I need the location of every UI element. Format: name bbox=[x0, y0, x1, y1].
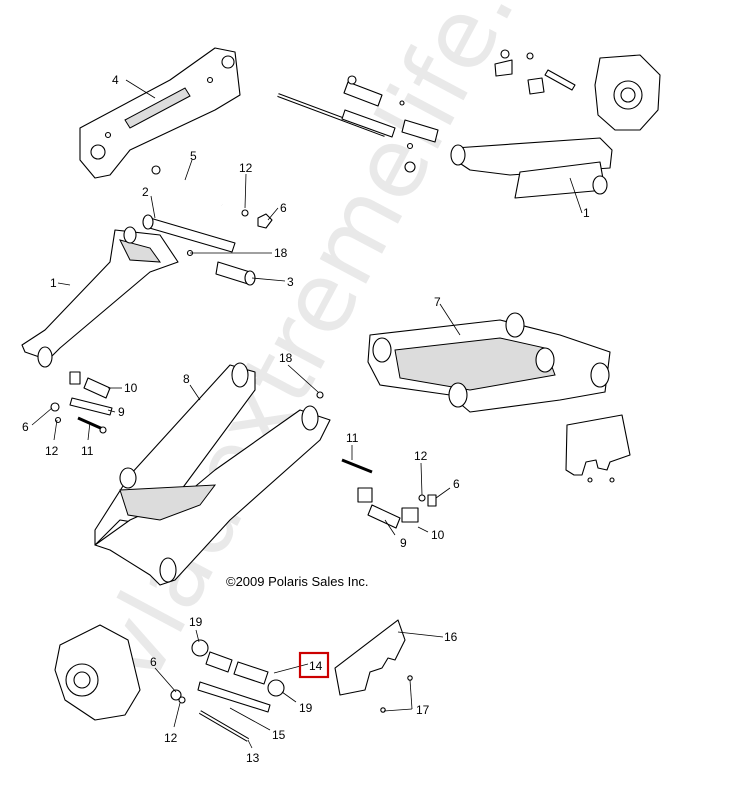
callout-10-left: 10 bbox=[124, 381, 138, 395]
washer-nut-upper bbox=[241, 209, 273, 229]
rear-frame-part bbox=[367, 312, 611, 413]
callout-19-top: 19 bbox=[189, 615, 203, 629]
callout-1-right: 1 bbox=[583, 206, 590, 220]
mount-plate-part bbox=[79, 47, 241, 179]
pivot-tube-part bbox=[142, 214, 236, 253]
guard-plate-bottom bbox=[334, 619, 413, 713]
callout-7: 7 bbox=[434, 295, 441, 309]
callout-9-right: 9 bbox=[400, 536, 407, 550]
callout-13: 13 bbox=[246, 751, 260, 765]
callout-12-bottom: 12 bbox=[164, 731, 178, 745]
callout-6-left: 6 bbox=[22, 420, 29, 434]
knuckle-part-bottom bbox=[54, 624, 141, 721]
pivot-bolt-top bbox=[277, 75, 439, 173]
knuckle-part-top bbox=[594, 54, 661, 131]
callout-11-right: 11 bbox=[346, 431, 359, 445]
callout-8: 8 bbox=[183, 372, 190, 386]
callout-12-right: 12 bbox=[414, 449, 428, 463]
long-bolt-part bbox=[151, 165, 223, 206]
callout-6-right: 6 bbox=[453, 477, 460, 491]
leader-lines bbox=[31, 79, 583, 749]
hardware-left-middle bbox=[50, 371, 113, 434]
callout-17: 17 bbox=[416, 703, 430, 717]
callout-18-mid: 18 bbox=[279, 351, 293, 365]
hardware-right-middle bbox=[316, 391, 437, 529]
hardware-top-right bbox=[494, 49, 576, 95]
callout-11-left: 11 bbox=[81, 444, 94, 458]
callout-2: 2 bbox=[142, 185, 149, 199]
callout-19-bottom: 19 bbox=[299, 701, 313, 715]
bushing-part bbox=[186, 249, 256, 286]
guard-plate-right bbox=[565, 414, 631, 483]
callout-1-left: 1 bbox=[50, 276, 57, 290]
callout-18: 18 bbox=[274, 246, 288, 260]
control-arm-left-part bbox=[21, 226, 179, 368]
callout-9-left: 9 bbox=[118, 405, 125, 419]
callout-6: 6 bbox=[280, 201, 287, 215]
callout-12: 12 bbox=[239, 161, 253, 175]
callout-5: 5 bbox=[190, 149, 197, 163]
control-arm-right-part bbox=[450, 137, 613, 199]
callout-10-right: 10 bbox=[431, 528, 445, 542]
callout-16: 16 bbox=[444, 630, 458, 644]
callout-6-bottom: 6 bbox=[150, 655, 157, 669]
swing-arm-part bbox=[94, 362, 331, 586]
callout-3: 3 bbox=[287, 275, 294, 289]
highlight-box-14 bbox=[298, 651, 330, 679]
callout-4: 4 bbox=[112, 73, 119, 87]
hardware-bottom bbox=[170, 639, 285, 742]
callout-12-left: 12 bbox=[45, 444, 59, 458]
callout-14: 14 bbox=[309, 659, 323, 673]
callout-15: 15 bbox=[272, 728, 286, 742]
copyright-text: ©2009 Polaris Sales Inc. bbox=[226, 574, 369, 589]
